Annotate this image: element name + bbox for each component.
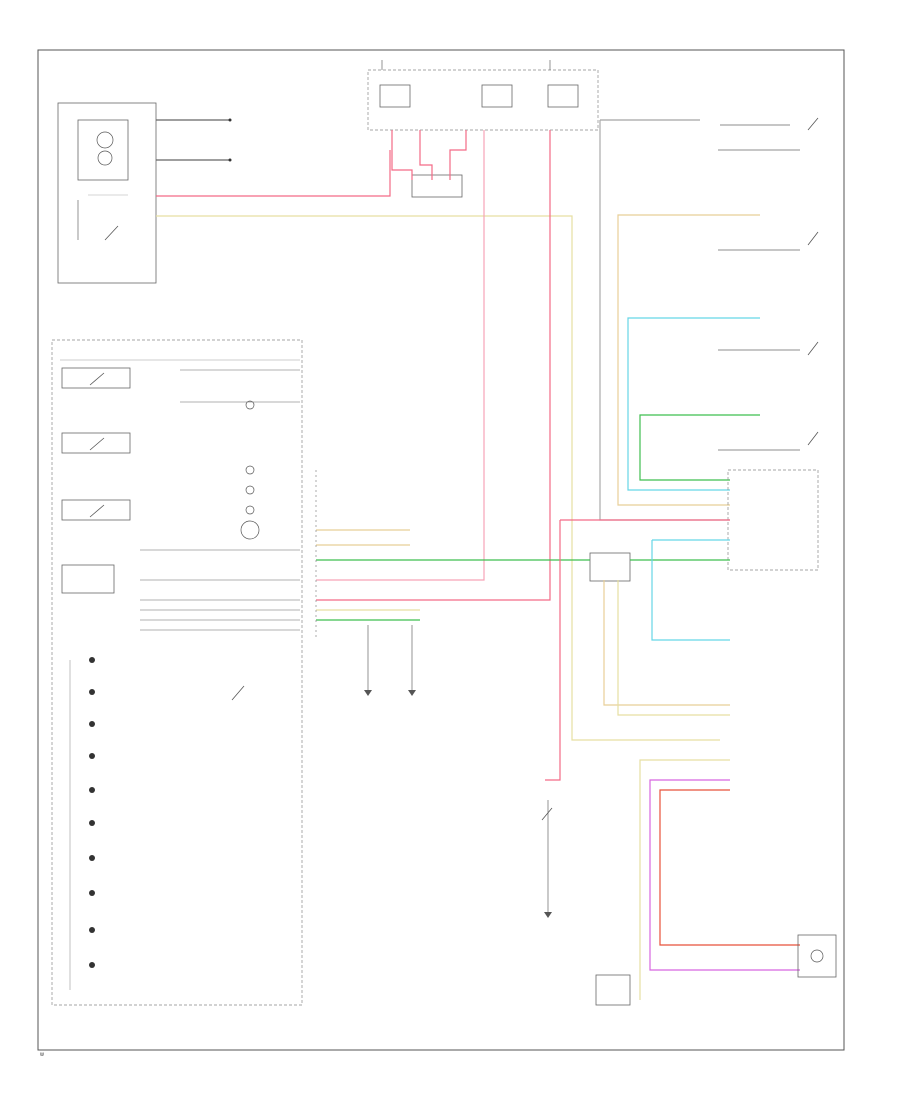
indicator-lamp <box>89 927 95 933</box>
right-connector-outline <box>727 469 819 571</box>
diagram-frame <box>37 49 845 1051</box>
wire-tan-right <box>617 214 760 506</box>
cluster-switch <box>231 685 245 701</box>
instrument-cluster <box>51 339 303 1006</box>
wire-red-seat <box>156 150 391 197</box>
wire-red-down <box>545 520 561 781</box>
instrument-cluster-outline <box>51 339 303 1006</box>
tachometer-gauge <box>61 367 131 389</box>
splice-block <box>589 552 631 582</box>
indicator-lamp <box>89 753 95 759</box>
fuse-3 <box>547 84 579 108</box>
seat-sensor-icon <box>96 131 114 149</box>
wire-cyan-right <box>627 317 760 491</box>
ground-icon-b <box>408 690 416 696</box>
fuel-pump-module <box>797 934 837 978</box>
speedometer-gauge <box>61 432 131 454</box>
indicator-lamp <box>89 689 95 695</box>
ground-icon-c <box>544 912 552 918</box>
wire-tan-lower-2 <box>617 580 730 716</box>
seat-sensor-box <box>57 102 157 284</box>
indicator-lamp <box>89 657 95 663</box>
switch-2 <box>807 231 819 246</box>
fuse-block <box>367 60 599 198</box>
indicator-lamp <box>89 890 95 896</box>
wire-orange-red <box>659 789 800 946</box>
indicator-bulb <box>245 505 255 515</box>
driver-info-center <box>61 564 115 594</box>
switch-3 <box>807 341 819 356</box>
indicator-lamp <box>89 962 95 968</box>
fuse-1 <box>379 84 411 108</box>
wire-pink-fuse-a <box>391 130 413 180</box>
indicator-bulb <box>245 465 255 475</box>
wire-tan-seat <box>156 215 720 741</box>
seat-sensor-connector <box>77 119 129 181</box>
fuse-2 <box>481 84 513 108</box>
wire-pink-fuse-c <box>449 130 467 180</box>
switch-1 <box>807 117 819 131</box>
indicator-bulb-large <box>240 520 260 540</box>
fuel-pump-box <box>797 934 837 978</box>
tachometer-needle <box>89 372 105 386</box>
fuel-gauge <box>61 499 131 521</box>
wire-cyan-down <box>651 540 730 641</box>
splice-pack <box>411 174 463 198</box>
indicator-lamp <box>89 820 95 826</box>
right-connector <box>727 469 819 571</box>
terminal-dot <box>228 158 232 162</box>
wire-tan-lower-1 <box>603 580 730 706</box>
terminal-dot <box>228 118 232 122</box>
wire-pink-long <box>316 130 485 581</box>
indicator-lamp <box>89 721 95 727</box>
switch-4 <box>807 431 819 446</box>
brake-switch <box>541 807 553 821</box>
indicator-lamp <box>89 787 95 793</box>
seat-sensor-module <box>57 102 157 284</box>
pressure-sensor <box>595 974 631 1006</box>
fuel-pump-icon <box>810 949 824 963</box>
indicator-lamp <box>89 855 95 861</box>
wire-gray-right <box>599 120 730 521</box>
wire-red-long <box>316 130 551 601</box>
fuel-needle <box>89 504 105 518</box>
wire-pink-fuse-b <box>419 130 433 180</box>
security-indicator-icon <box>245 400 255 410</box>
fuse-block-outline <box>367 69 599 131</box>
pressure-sensor-box <box>595 974 631 1006</box>
switch-stack <box>600 117 819 451</box>
wire-green-right <box>639 414 760 481</box>
wire-yellow-lower <box>639 759 730 1000</box>
diagram-footer-id: W <box>40 1052 44 1057</box>
wire-purple <box>649 779 800 971</box>
seat-switch <box>104 225 119 241</box>
center-splice <box>589 552 631 582</box>
indicator-bulb <box>245 485 255 495</box>
ground-symbols <box>364 625 553 918</box>
seat-sensor-icon-2 <box>97 150 113 166</box>
ground-icon-a <box>364 690 372 696</box>
speedometer-needle <box>89 437 105 451</box>
